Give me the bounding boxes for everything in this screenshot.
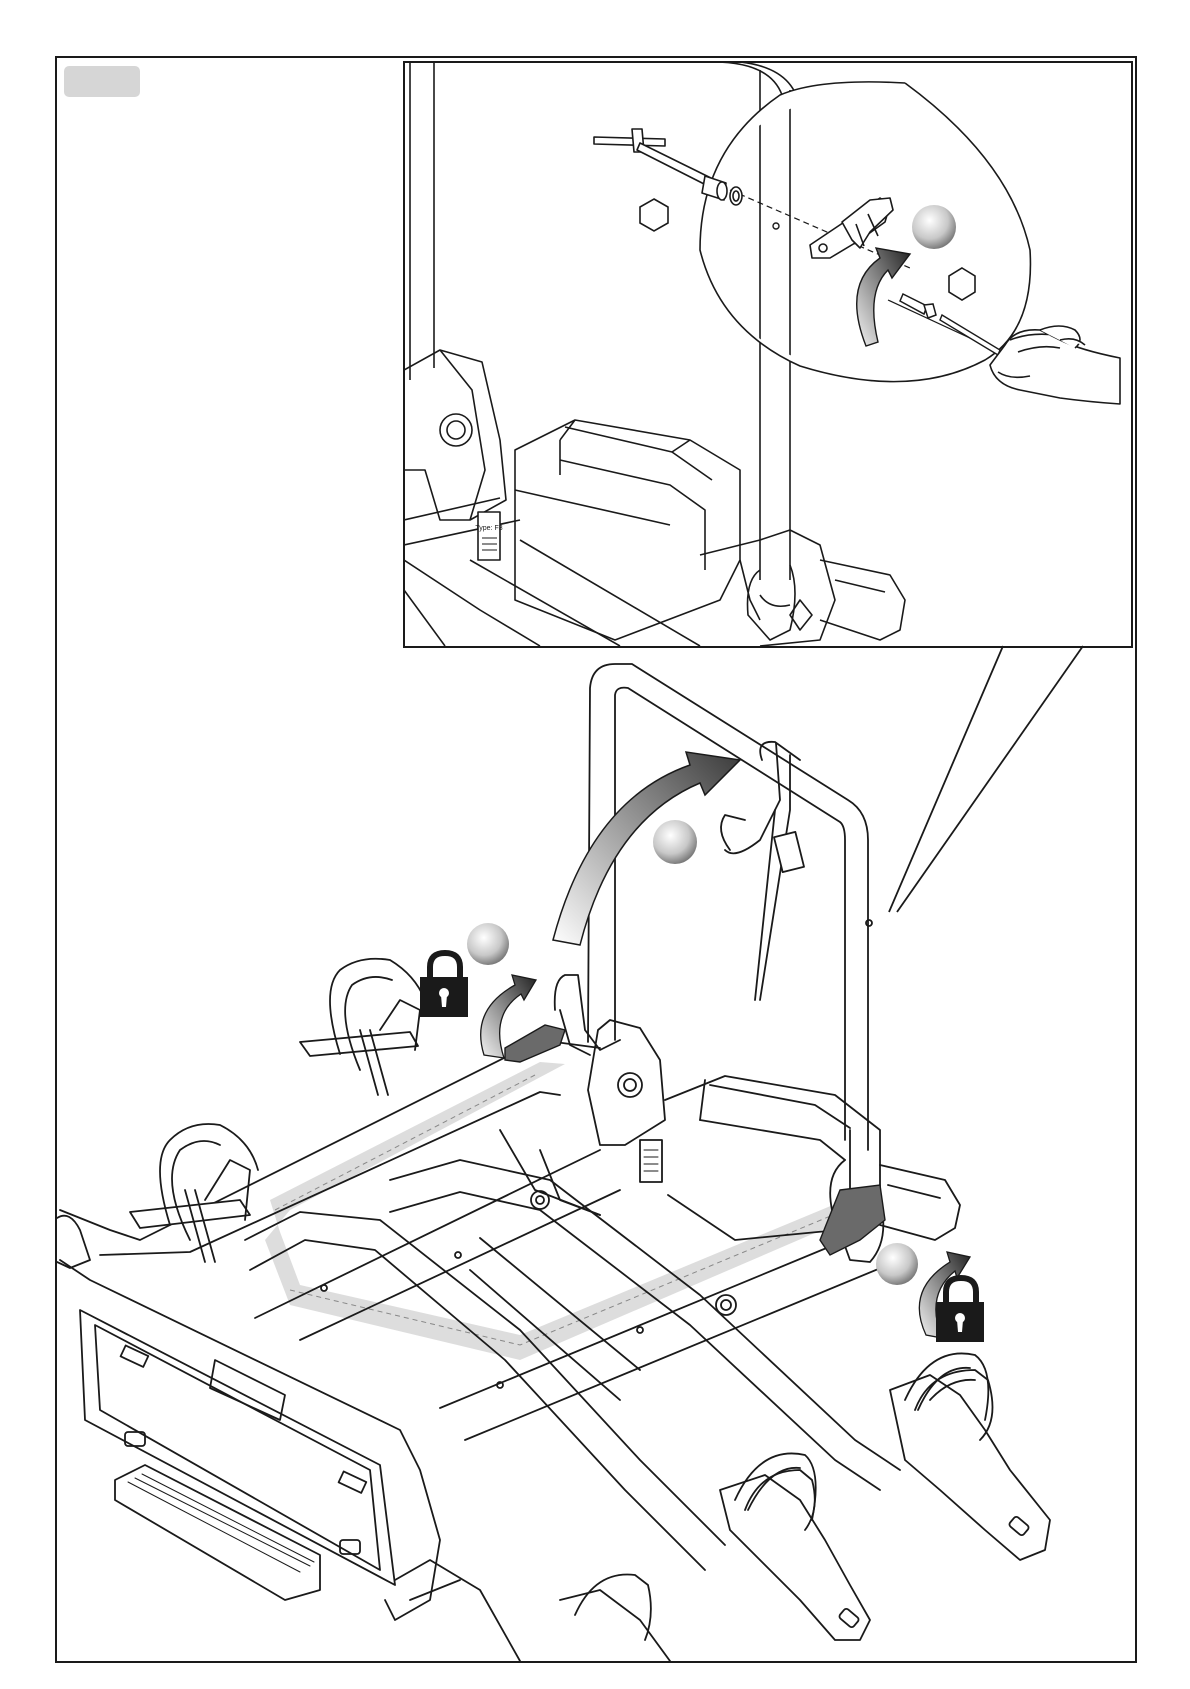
hex-nut-icon [949,268,975,300]
lock-icon [936,1278,984,1342]
step-marker-2 [653,820,697,864]
callout-line [897,646,1083,912]
step-tab [64,66,140,97]
callout-line [889,646,1003,912]
detail-inset: Type: F3 [404,62,1132,912]
inset-label-plate-text: Type: F3 [475,525,502,532]
hex-nut-icon [640,199,668,231]
bike-carrier-assembly [57,664,1050,1661]
left-lock-lever [505,1025,565,1062]
step-marker-4 [876,1243,918,1285]
step-marker-1 [912,205,956,249]
lock-icon [420,953,468,1017]
step-marker-3 [467,923,509,965]
fold-up-arrow [553,752,740,945]
